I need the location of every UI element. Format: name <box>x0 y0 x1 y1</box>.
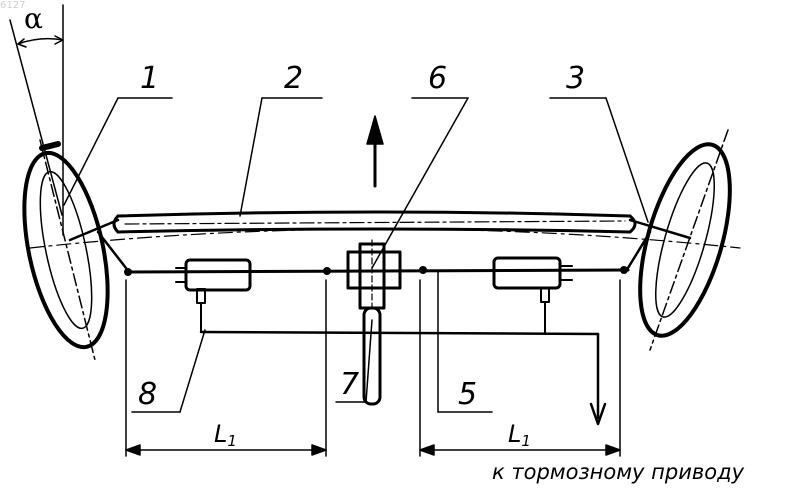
forward-arrow <box>367 116 383 186</box>
brake-line <box>201 302 605 424</box>
dimension-l1-right: L1 <box>508 422 531 449</box>
callout-1: 1 <box>140 64 159 94</box>
central-unit-6 <box>348 240 400 312</box>
angle-alpha-label: α <box>24 2 43 35</box>
dimension-l1-left: L1 <box>214 422 237 449</box>
brake-drive-caption: к тормозному приводу <box>492 460 744 484</box>
leader-lines <box>64 98 648 412</box>
tie-rod-5 <box>126 270 628 272</box>
left-cylinder-8 <box>176 260 250 303</box>
callout-8: 8 <box>138 380 157 410</box>
callout-3: 3 <box>566 64 585 94</box>
left-wheel <box>9 140 123 360</box>
right-steering-arm <box>628 232 650 268</box>
callout-6: 6 <box>428 64 447 94</box>
callout-5: 5 <box>458 380 477 410</box>
dimension-l1-right-base: L <box>508 420 521 448</box>
right-wheel <box>622 130 748 350</box>
callout-7: 7 <box>340 370 359 400</box>
figure-ref-number: 6127 <box>0 0 25 11</box>
dimension-l1-right-sub: 1 <box>521 432 531 450</box>
dimension-l1-left-sub: 1 <box>227 432 237 450</box>
dimension-l1-left-base: L <box>214 420 227 448</box>
right-cylinder <box>494 258 572 302</box>
callout-2: 2 <box>284 64 303 94</box>
